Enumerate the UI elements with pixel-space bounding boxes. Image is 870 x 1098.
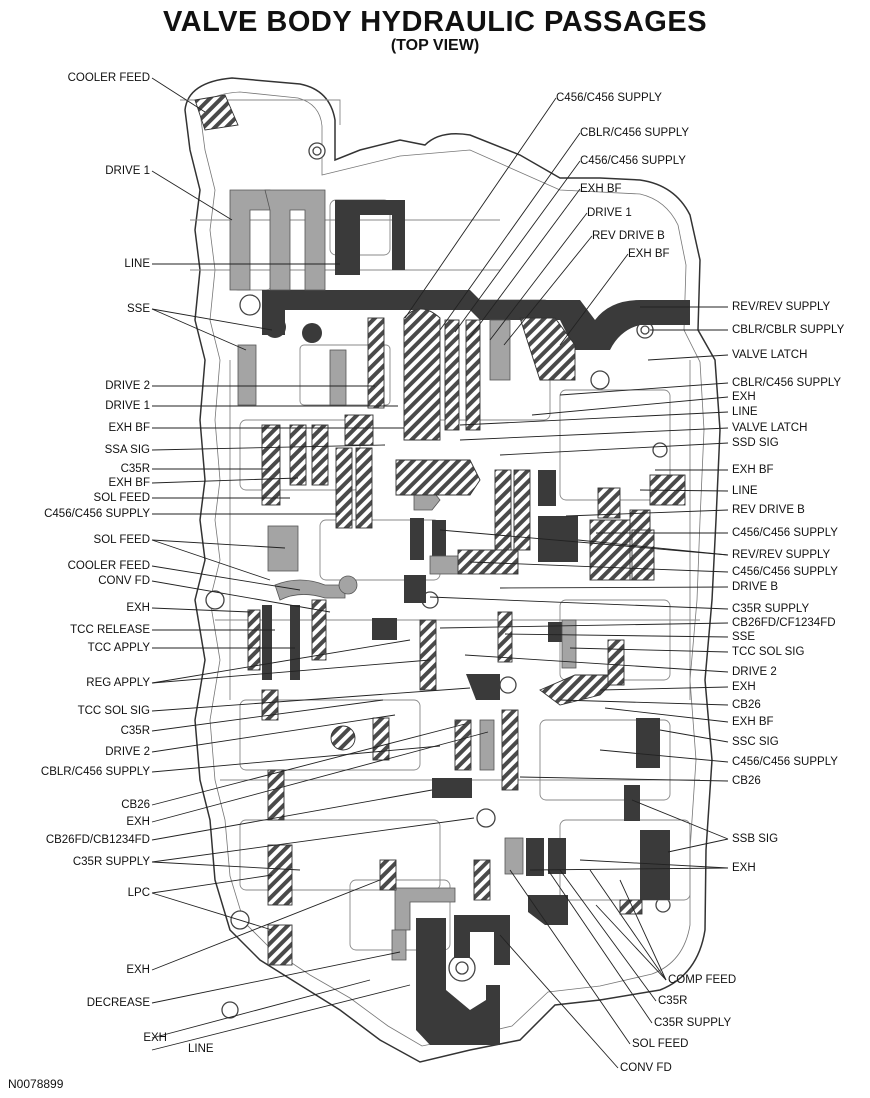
label-drive-1: DRIVE 1 <box>105 165 150 177</box>
label-exh: EXH <box>126 602 150 614</box>
label-r-ssb-sig: SSB SIG <box>732 833 779 845</box>
label-r-cblr-supply: CBLR/CBLR SUPPLY <box>732 324 845 336</box>
leader-lines <box>151 77 729 1069</box>
label-r-rev-supply-b: REV/REV SUPPLY <box>732 549 831 561</box>
diagram-title: VALVE BODY HYDRAULIC PASSAGES <box>162 6 708 38</box>
label-exh-bf-b: EXH BF <box>108 477 150 489</box>
label-b-c35r-supply: C35R SUPPLY <box>654 1017 732 1029</box>
label-cb26fd: CB26FD/CB1234FD <box>45 834 150 846</box>
label-c35r: C35R <box>120 463 150 475</box>
label-cb26: CB26 <box>121 799 150 811</box>
dark-passages <box>262 200 690 1045</box>
label-drive-2-b: DRIVE 2 <box>105 746 150 758</box>
label-cblr-c456-supply: CBLR/C456 SUPPLY <box>40 766 150 778</box>
label-r-drive-2: DRIVE 2 <box>732 666 777 678</box>
label-c35r-supply: C35R SUPPLY <box>72 856 150 868</box>
figure-code: N0078899 <box>8 1077 64 1091</box>
label-top-cblr-c456-supply: CBLR/C456 SUPPLY <box>580 127 690 139</box>
label-tcc-release: TCC RELEASE <box>70 624 150 636</box>
label-ssa-sig: SSA SIG <box>104 444 150 456</box>
label-exh-d: EXH <box>143 1032 167 1044</box>
label-r-cb26fd: CB26FD/CF1234FD <box>732 617 836 629</box>
label-b-conv-fd: CONV FD <box>620 1062 672 1074</box>
label-r-drive-b: DRIVE B <box>732 581 779 593</box>
label-tcc-sol-sig: TCC SOL SIG <box>77 705 150 717</box>
label-r-exh-c: EXH <box>732 862 756 874</box>
label-b-sol-feed: SOL FEED <box>632 1038 689 1050</box>
label-top-exh-bf-b: EXH BF <box>628 248 670 260</box>
label-r-exh: EXH <box>732 391 756 403</box>
label-r-valve-latch-b: VALVE LATCH <box>732 422 808 434</box>
label-r-line: LINE <box>732 406 758 418</box>
label-tcc-apply: TCC APPLY <box>87 642 150 654</box>
label-line-bottom: LINE <box>188 1043 214 1055</box>
label-r-tcc-sol-sig: TCC SOL SIG <box>732 646 805 658</box>
label-cooler-feed-top: COOLER FEED <box>67 72 150 84</box>
label-r-cblr-c456-supply: CBLR/C456 SUPPLY <box>732 377 842 389</box>
label-r-c456-supply: C456/C456 SUPPLY <box>732 527 838 539</box>
label-line: LINE <box>124 258 150 270</box>
label-exh-c: EXH <box>126 964 150 976</box>
label-r-line-b: LINE <box>732 485 758 497</box>
label-top-c456-supply: C456/C456 SUPPLY <box>556 92 662 104</box>
bolt-holes <box>205 142 671 1019</box>
label-r-exh-bf: EXH BF <box>732 464 774 476</box>
label-r-exh-b: EXH <box>732 681 756 693</box>
label-drive-2: DRIVE 2 <box>105 380 150 392</box>
label-r-ssc-sig: SSC SIG <box>732 736 779 748</box>
label-c35r-b: C35R <box>120 725 150 737</box>
label-conv-fd: CONV FD <box>98 575 150 587</box>
label-drive-1-b: DRIVE 1 <box>105 400 150 412</box>
label-r-valve-latch: VALVE LATCH <box>732 349 808 361</box>
label-exh-b: EXH <box>126 816 150 828</box>
label-sol-feed: SOL FEED <box>93 492 150 504</box>
gray-passages <box>229 189 577 961</box>
label-r-rev-supply: REV/REV SUPPLY <box>732 301 831 313</box>
label-r-sse: SSE <box>732 631 756 643</box>
label-top-rev-drive-b: REV DRIVE B <box>592 230 665 242</box>
label-reg-apply: REG APPLY <box>86 677 150 689</box>
hatched-passages <box>194 94 686 966</box>
label-r-cb26-b: CB26 <box>732 775 761 787</box>
label-r-exh-bf-b: EXH BF <box>732 716 774 728</box>
label-r-c456-supply-b: C456/C456 SUPPLY <box>732 566 838 578</box>
label-decrease: DECREASE <box>86 997 150 1009</box>
label-b-c35r: C35R <box>658 995 688 1007</box>
diagram-subtitle: (TOP VIEW) <box>390 37 480 54</box>
label-c456-supply: C456/C456 SUPPLY <box>44 508 150 520</box>
label-top-exh-bf: EXH BF <box>580 183 622 195</box>
label-top-drive-1: DRIVE 1 <box>587 207 632 219</box>
label-lpc: LPC <box>127 887 150 899</box>
label-r-c456-supply-c: C456/C456 SUPPLY <box>732 756 838 768</box>
label-exh-bf: EXH BF <box>108 422 150 434</box>
label-r-rev-drive-b: REV DRIVE B <box>732 504 805 516</box>
label-b-comp-feed: COMP FEED <box>668 974 737 986</box>
label-sse: SSE <box>126 303 150 315</box>
label-r-ssd-sig: SSD SIG <box>732 437 779 449</box>
label-cooler-feed: COOLER FEED <box>67 560 150 572</box>
label-r-cb26: CB26 <box>732 699 761 711</box>
label-r-c35r-supply: C35R SUPPLY <box>732 603 810 615</box>
label-sol-feed-b: SOL FEED <box>93 534 150 546</box>
label-top-c456-supply-b: C456/C456 SUPPLY <box>580 155 686 167</box>
